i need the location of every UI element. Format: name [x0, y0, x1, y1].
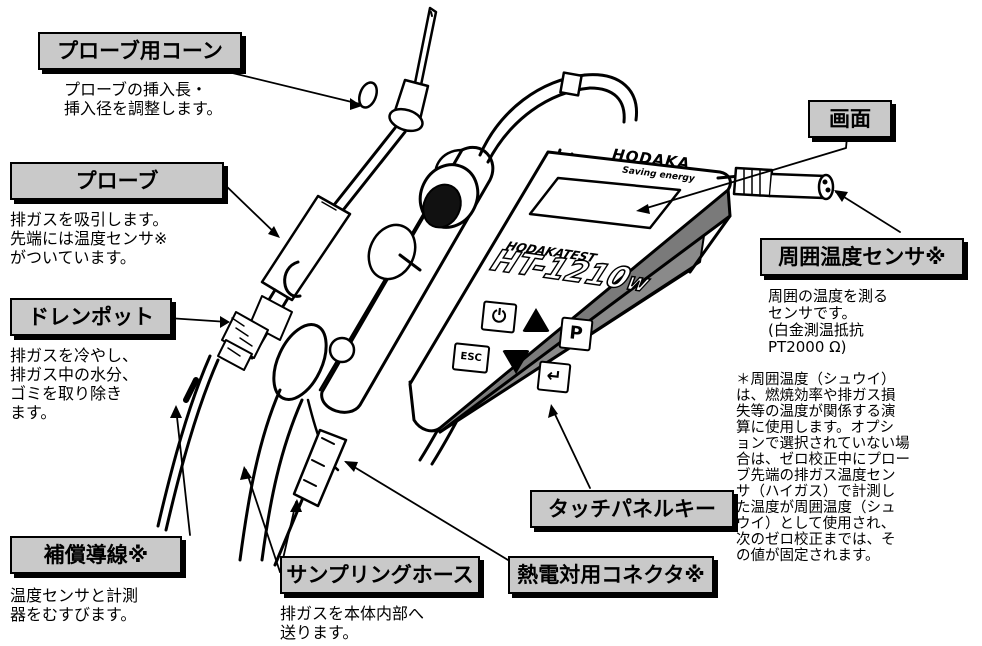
cables: [156, 71, 638, 567]
p-key[interactable]: P: [558, 316, 594, 352]
power-key[interactable]: ⏻: [480, 300, 518, 334]
desc-compensation-wire: 温度センサと計測 器をむすびます。: [10, 586, 139, 624]
enter-key[interactable]: ↵: [536, 360, 572, 394]
leader-lines: [167, 69, 901, 573]
desc-probe: 排ガスを吸引します。 先端には温度センサ※ がついています。: [10, 210, 169, 267]
ambient-sensor-note: ＊周囲温度（シュウイ） は、燃焼効率や排ガス損 失等の温度が関係する演 算に使用…: [736, 372, 910, 564]
down-key[interactable]: [502, 350, 530, 374]
desc-ambient-sensor: 周囲の温度を測る センサです。 (白金測温抵抗 PT2000 Ω): [768, 287, 889, 356]
label-touch-panel: タッチパネルキー: [530, 490, 734, 528]
desc-probe-cone: プローブの挿入長・ 挿入径を調整します。: [64, 80, 223, 118]
drain-pot-drawing: [217, 145, 495, 414]
up-key[interactable]: [522, 308, 550, 332]
label-probe: プローブ: [10, 162, 224, 200]
label-probe-cone: プローブ用コーン: [38, 32, 242, 70]
desc-drain-pot: 排ガスを冷やし、 排ガス中の水分、 ゴミを取り除き ます。: [10, 346, 139, 422]
esc-key[interactable]: ESC: [451, 342, 491, 374]
label-screen: 画面: [808, 100, 892, 138]
label-drain-pot: ドレンポット: [10, 298, 172, 336]
label-sampling-hose: サンプリングホース: [280, 556, 480, 594]
desc-sampling-hose: 排ガスを本体内部へ 送ります。: [280, 604, 425, 642]
leader-arrowheads: [170, 98, 848, 512]
ambient-sensor-drawing: [716, 166, 835, 201]
label-compensation-wire: 補償導線※: [10, 536, 182, 574]
label-ambient-sensor: 周囲温度センサ※: [760, 238, 964, 276]
label-thermo-connector: 熱電対用コネクタ※: [508, 556, 714, 594]
